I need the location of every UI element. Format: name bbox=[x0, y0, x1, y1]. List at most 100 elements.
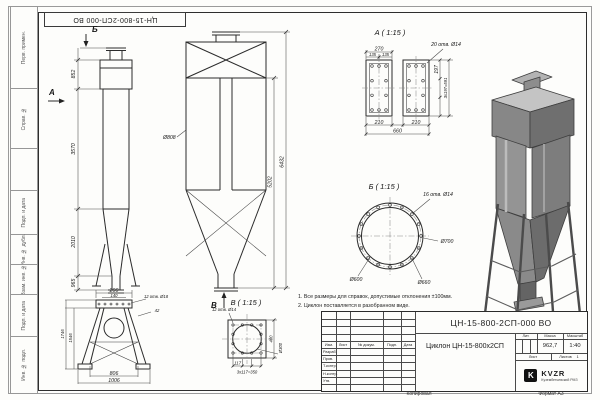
isometric-body bbox=[491, 70, 575, 312]
sheet-outer-border bbox=[8, 6, 592, 394]
margin-label: Справ. № bbox=[21, 107, 27, 131]
dim-135b: 135 bbox=[382, 52, 390, 57]
view-v-flange bbox=[222, 314, 272, 364]
dim-3x117: 3х117=350 bbox=[237, 370, 258, 375]
isometric-braces bbox=[485, 253, 579, 311]
dim-140: 140 bbox=[111, 293, 119, 298]
dim-210a: 210 bbox=[374, 120, 384, 126]
margin-cell-inv-dubl: Инв. № дубл. bbox=[10, 234, 38, 266]
stand-braces bbox=[89, 341, 139, 365]
margin-label: Перв. примен. bbox=[21, 31, 27, 65]
note-2: 2. Циклон поставляется в разобранном вид… bbox=[298, 303, 410, 310]
tb-col-list: Лист bbox=[338, 342, 348, 347]
dim-1006: 1006 bbox=[108, 378, 120, 384]
view-letter-v: В bbox=[211, 301, 217, 310]
view-arrow-b-icon bbox=[83, 41, 89, 47]
tb-col-izm: Изм. bbox=[324, 342, 334, 347]
dim-d300: Ø300 bbox=[278, 342, 283, 354]
tb-col-podp: Подп. bbox=[386, 342, 398, 347]
margin-cell-podp-data-1: Подп. и дата bbox=[10, 190, 38, 236]
isometric-render bbox=[480, 70, 586, 334]
front-view: Ø808 5202 6432 В bbox=[162, 29, 290, 310]
tb-designation: ЦН-15-800-2СП-000 ВО bbox=[450, 317, 552, 328]
holes-label-12-18: 12 отв. Ø18 bbox=[144, 294, 169, 299]
view-b-flange bbox=[351, 197, 429, 275]
margin-label: Взам. инв. № bbox=[21, 264, 27, 296]
margin-cell-podp-data-2: Подп. и дата bbox=[10, 294, 38, 338]
dim-d700: Ø700 bbox=[440, 239, 454, 245]
stand-dimension-lines bbox=[65, 290, 152, 384]
dim-200: 200 bbox=[109, 288, 119, 294]
view-a: А ( 1:15 ) 270 135 135 2 bbox=[362, 28, 461, 136]
margin-cell-inv-podl: Инв. № подл. bbox=[10, 336, 38, 394]
dim-3x197: 3х197=591 bbox=[443, 78, 448, 99]
margin-cell-spacer bbox=[10, 148, 38, 192]
dim-d808: Ø808 bbox=[162, 135, 176, 141]
front-view-outline bbox=[185, 31, 267, 292]
view-a-dimension-lines bbox=[364, 48, 453, 136]
tb-lit-label: Лит. bbox=[522, 334, 530, 338]
copied-label: Копировал bbox=[406, 391, 432, 397]
tb-sheets-cell: Листов 1 bbox=[551, 353, 587, 360]
tb-row-prov: Пров. bbox=[323, 356, 334, 361]
view-b-title: Б ( 1:15 ) bbox=[369, 182, 400, 191]
tb-product-name: Циклон ЦН-15-800х2СП bbox=[426, 342, 504, 350]
dim-400: 400 bbox=[269, 335, 274, 343]
view-letter-a: А bbox=[48, 88, 55, 97]
kvzr-logo-icon: K bbox=[524, 369, 538, 382]
tb-sheets-label: Листов bbox=[559, 354, 572, 359]
holes-label-12-14: 12 отв. Ø14 bbox=[212, 307, 237, 312]
tb-scale-value: 1:40 bbox=[569, 343, 581, 349]
dim-1746: 1746 bbox=[60, 329, 65, 339]
tb-row-nkontr: Н.контр. bbox=[323, 371, 338, 376]
side-view-dimension-lines bbox=[74, 47, 112, 293]
tb-sheets-num: 1 bbox=[576, 354, 579, 359]
tb-mass-label: Масса bbox=[544, 334, 556, 338]
margin-cell-sprav: Справ. № bbox=[10, 88, 38, 150]
stand-holes bbox=[97, 302, 131, 306]
org-subtitle: Кузембетьевский РМЗ bbox=[541, 378, 578, 382]
view-b-leaders bbox=[357, 198, 439, 280]
dim-5202: 5202 bbox=[268, 176, 274, 188]
side-view: 852 3570 2010 965 Б А bbox=[48, 25, 140, 294]
view-a-title: А ( 1:15 ) bbox=[374, 28, 406, 37]
view-v: В ( 1:15 ) 12 отв. Ø14 400 Ø300 117 3х11… bbox=[212, 298, 283, 375]
margin-cell-vzam-inv: Взам. инв. № bbox=[10, 264, 38, 296]
org-name: KVZR bbox=[541, 369, 566, 378]
tb-scale-label: Масштаб bbox=[566, 334, 584, 338]
tb-row-razrab: Разраб. bbox=[323, 349, 337, 354]
dim-2010: 2010 bbox=[71, 236, 77, 249]
dim-197: 197 bbox=[434, 64, 440, 74]
margin-label: Подп. и дата bbox=[21, 301, 27, 331]
front-view-dimension-lines bbox=[238, 29, 290, 291]
view-a-flange-2 bbox=[399, 56, 433, 120]
margin-label: Инв. № дубл. bbox=[21, 234, 27, 266]
side-view-outline bbox=[92, 47, 140, 294]
dim-135a: 135 bbox=[369, 52, 377, 57]
dim-117: 117 bbox=[234, 361, 241, 366]
view-v-title: В ( 1:15 ) bbox=[231, 298, 262, 307]
margin-label: Подп. и дата bbox=[21, 198, 27, 228]
dim-3570: 3570 bbox=[71, 143, 77, 155]
format-label: Формат А3 bbox=[538, 391, 564, 397]
tb-mass-value: 962,7 bbox=[542, 343, 558, 349]
title-block: Изм. Лист № докум. Подп. Дата Разраб. Пр… bbox=[321, 311, 588, 392]
margin-label: Инв. № подл. bbox=[21, 349, 27, 381]
view-b: Б ( 1:15 ) 16 отв. Ø14 Ø700 Ø600 Ø660 bbox=[349, 182, 454, 286]
tb-sheet-label: Лист bbox=[528, 354, 538, 359]
view-v-dimension-lines bbox=[228, 312, 279, 368]
stand-view: 200 140 12 отв. Ø18 42 1546 1746 806 100… bbox=[60, 288, 169, 384]
view-a-flange-1 bbox=[362, 56, 396, 120]
tb-col-data: Дата bbox=[403, 342, 413, 347]
notes: 1. Все размеры для справок, допустимые о… bbox=[298, 293, 488, 312]
front-view-braces bbox=[185, 189, 267, 257]
dim-965: 965 bbox=[71, 279, 77, 288]
dim-210b: 210 bbox=[411, 120, 421, 126]
dim-270: 270 bbox=[374, 47, 384, 53]
dim-806: 806 bbox=[110, 371, 119, 377]
holes-label-16: 16 отв. Ø14 bbox=[423, 192, 453, 198]
dim-d600: Ø600 bbox=[349, 277, 363, 283]
dim-1546: 1546 bbox=[68, 333, 73, 343]
tb-org-cell: K KVZR Кузембетьевский РМЗ bbox=[515, 360, 587, 391]
tb-col-doc: № докум. bbox=[358, 342, 375, 347]
